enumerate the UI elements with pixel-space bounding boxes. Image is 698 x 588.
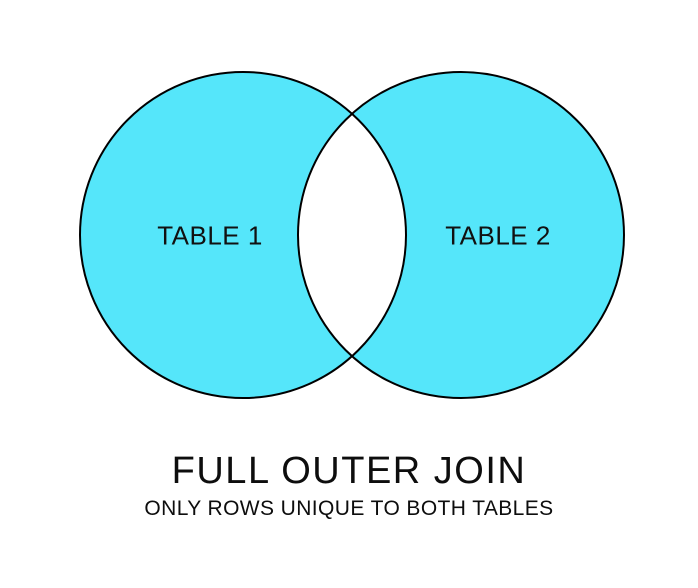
set-label-table1: TABLE 1 — [157, 220, 263, 251]
diagram-title: FULL OUTER JOIN — [171, 450, 527, 492]
set-label-table2: TABLE 2 — [445, 220, 551, 251]
venn-circles-shape — [78, 71, 626, 399]
venn-diagram — [78, 71, 626, 399]
diagram-subtitle: ONLY ROWS UNIQUE TO BOTH TABLES — [144, 497, 554, 520]
